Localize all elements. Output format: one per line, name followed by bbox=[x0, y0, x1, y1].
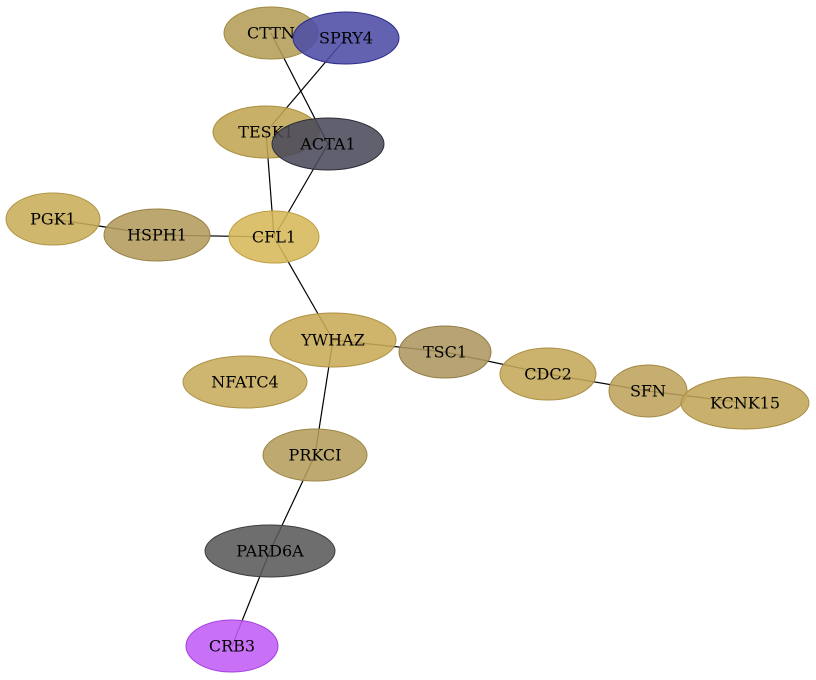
node-label: NFATC4 bbox=[211, 373, 278, 392]
node-label: CTTN bbox=[247, 24, 295, 43]
node-acta1[interactable]: ACTA1 bbox=[271, 117, 385, 171]
node-label: PGK1 bbox=[30, 210, 76, 229]
node-nfatc4[interactable]: NFATC4 bbox=[182, 355, 308, 409]
node-ellipse[interactable] bbox=[182, 355, 308, 409]
node-label: PRKCI bbox=[289, 446, 342, 465]
node-label: ACTA1 bbox=[299, 135, 355, 154]
node-prkci[interactable]: PRKCI bbox=[262, 428, 368, 482]
node-ellipse[interactable] bbox=[292, 11, 400, 65]
node-ellipse[interactable] bbox=[103, 208, 211, 262]
node-spry4[interactable]: SPRY4 bbox=[292, 11, 400, 65]
node-label: HSPH1 bbox=[127, 226, 187, 245]
node-label: TSC1 bbox=[423, 343, 467, 362]
node-pard6a[interactable]: PARD6A bbox=[204, 524, 336, 578]
node-ellipse[interactable] bbox=[499, 347, 597, 401]
node-label: CDC2 bbox=[524, 365, 572, 384]
node-label: KCNK15 bbox=[710, 394, 780, 413]
node-ywhaz[interactable]: YWHAZ bbox=[269, 312, 397, 368]
node-ellipse[interactable] bbox=[5, 192, 101, 246]
node-ellipse[interactable] bbox=[271, 117, 385, 171]
node-hsph1[interactable]: HSPH1 bbox=[103, 208, 211, 262]
node-crb3[interactable]: CRB3 bbox=[185, 619, 279, 673]
node-pgk1[interactable]: PGK1 bbox=[5, 192, 101, 246]
edges-layer bbox=[52, 32, 746, 647]
node-ellipse[interactable] bbox=[204, 524, 336, 578]
node-ellipse[interactable] bbox=[185, 619, 279, 673]
node-label: CRB3 bbox=[209, 637, 255, 656]
node-label: CFL1 bbox=[252, 228, 296, 247]
node-label: YWHAZ bbox=[300, 331, 365, 350]
node-tsc1[interactable]: TSC1 bbox=[398, 325, 492, 379]
node-cdc2[interactable]: CDC2 bbox=[499, 347, 597, 401]
node-ellipse[interactable] bbox=[680, 376, 810, 430]
node-kcnk15[interactable]: KCNK15 bbox=[680, 376, 810, 430]
node-label: PARD6A bbox=[236, 542, 304, 561]
node-ellipse[interactable] bbox=[269, 312, 397, 368]
node-cttn[interactable]: CTTN bbox=[223, 6, 319, 60]
node-ellipse[interactable] bbox=[262, 428, 368, 482]
node-sfn[interactable]: SFN bbox=[608, 364, 688, 418]
node-ellipse[interactable] bbox=[228, 210, 320, 264]
node-ellipse[interactable] bbox=[398, 325, 492, 379]
node-label: SFN bbox=[630, 382, 666, 401]
node-cfl1[interactable]: CFL1 bbox=[228, 210, 320, 264]
node-label: SPRY4 bbox=[319, 29, 373, 48]
node-ellipse[interactable] bbox=[608, 364, 688, 418]
